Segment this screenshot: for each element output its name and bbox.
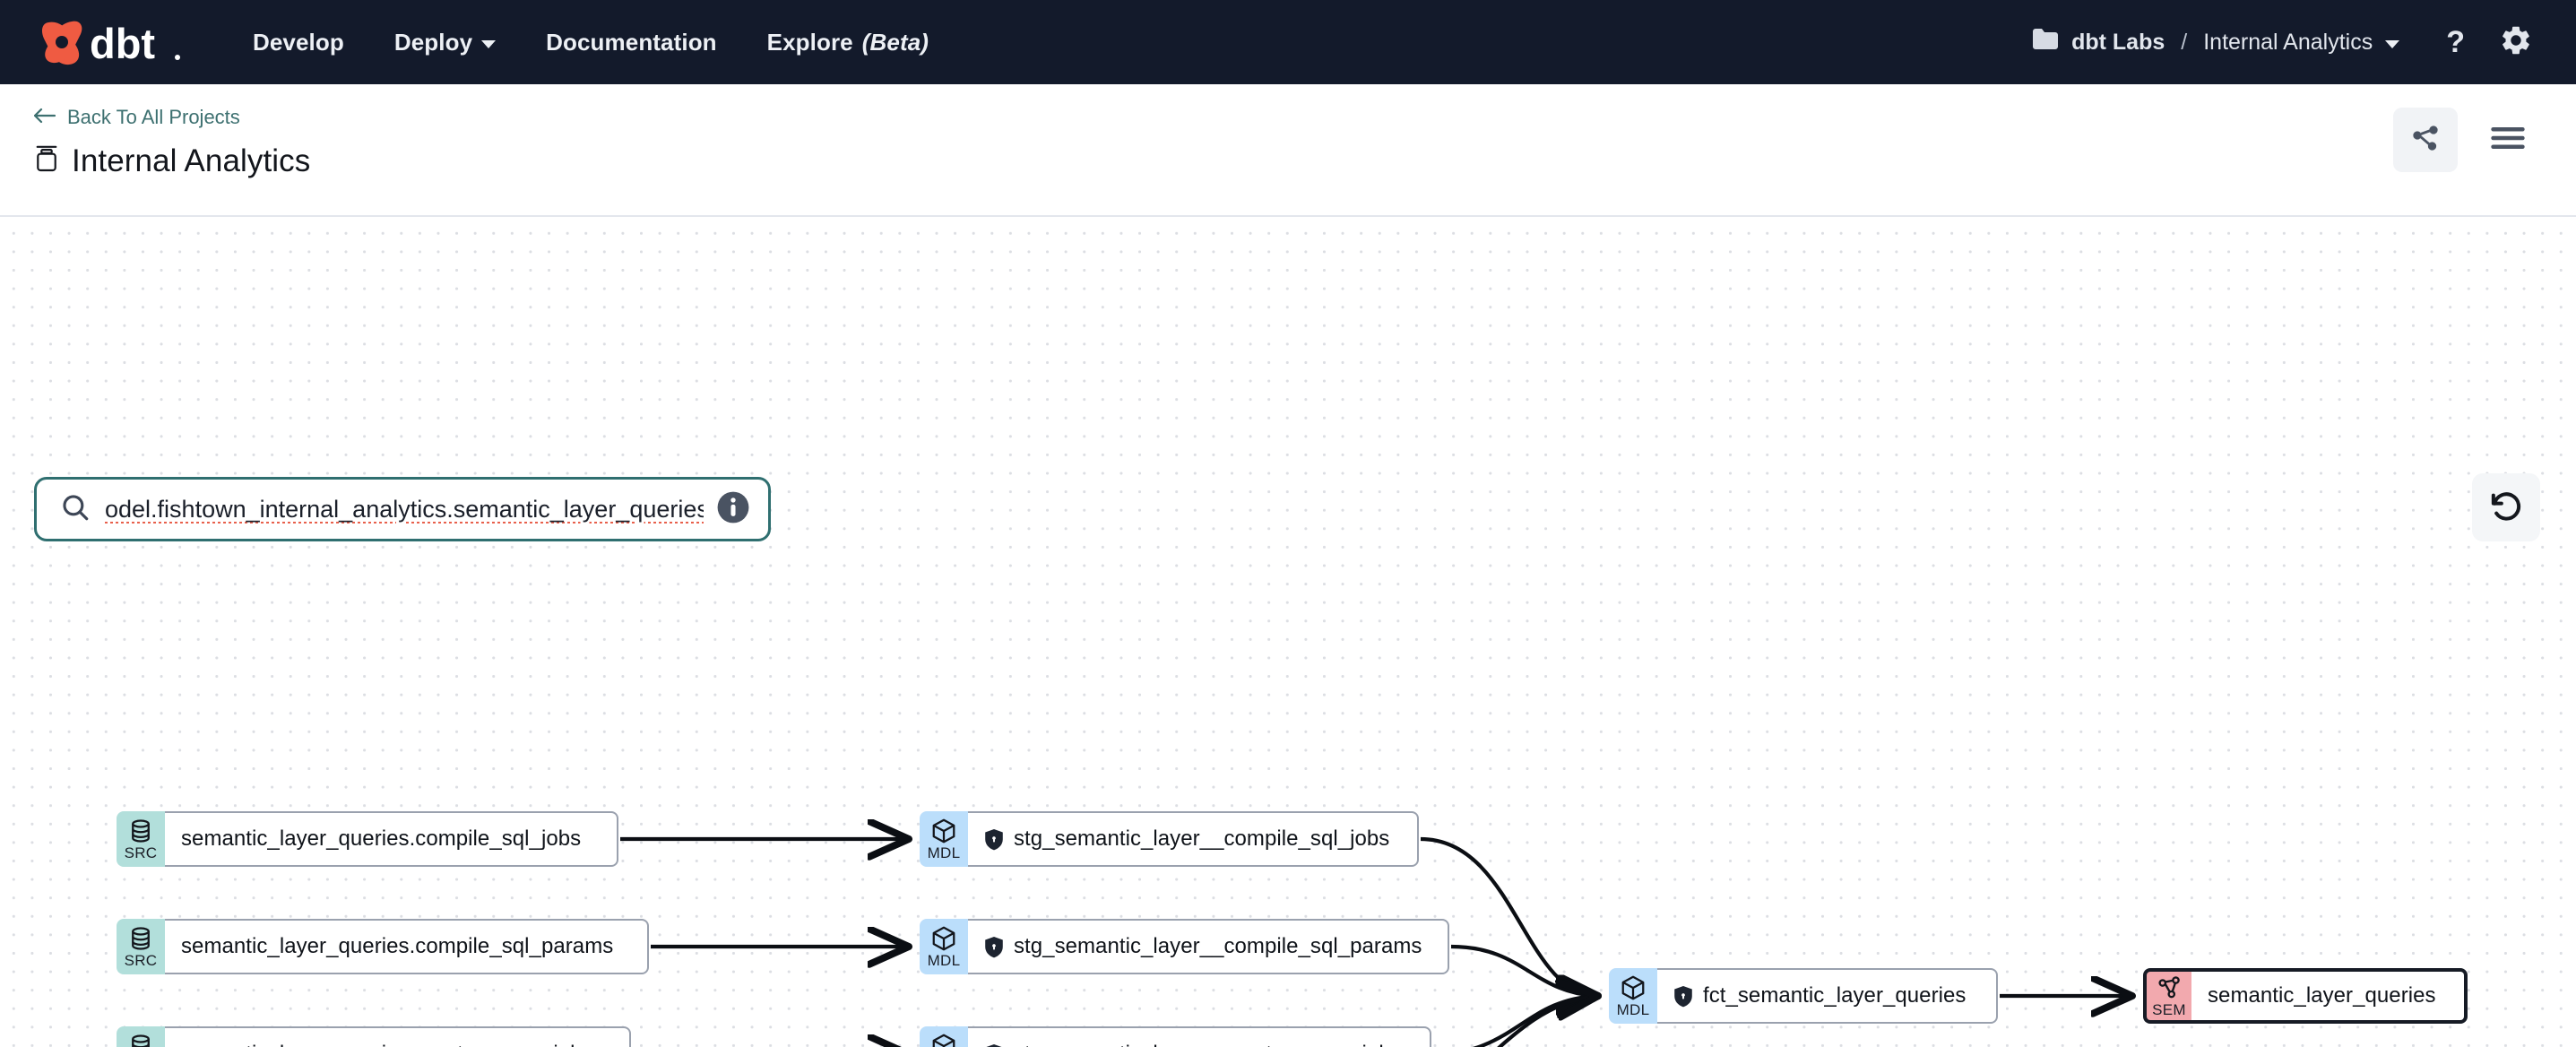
- chevron-down-icon: [2385, 39, 2400, 48]
- lineage-node-src3[interactable]: SRC semantic_layer_queries.create_query_j…: [117, 1026, 631, 1047]
- lineage-edges: [620, 217, 2576, 1047]
- node-type-badge-src: SRC: [117, 919, 165, 974]
- back-to-all-projects-label: Back To All Projects: [67, 106, 240, 128]
- help-button[interactable]: ?: [2446, 25, 2465, 60]
- svg-text:dbt: dbt: [90, 20, 155, 67]
- node-label: semantic_layer_queries: [2208, 983, 2436, 1008]
- nav-link-documentation-label: Documentation: [546, 28, 717, 56]
- dbt-logo[interactable]: dbt: [41, 17, 194, 67]
- node-type-badge-src: SRC: [117, 811, 165, 867]
- cube-icon: [1620, 974, 1647, 1001]
- top-navigation-bar: dbt Develop Deploy Documentation Explore…: [0, 0, 2576, 84]
- lineage-node-src2[interactable]: SRC semantic_layer_queries.compile_sql_pa…: [117, 919, 649, 974]
- shield-lock-icon: [984, 1043, 1004, 1047]
- shield-lock-icon: [984, 828, 1004, 851]
- back-to-all-projects-link[interactable]: Back To All Projects: [33, 106, 310, 129]
- dbt-logo-icon: dbt: [41, 17, 194, 67]
- subheader-actions: [2393, 84, 2540, 172]
- node-type-label: SRC: [124, 844, 158, 861]
- node-type-label: MDL: [927, 844, 961, 861]
- cube-icon: [930, 925, 957, 952]
- arrow-left-icon: [33, 106, 57, 129]
- database-cylinder-icon: [127, 818, 154, 844]
- shield-lock-icon: [1673, 985, 1693, 1008]
- node-type-badge-mdl: MDL: [920, 1026, 968, 1047]
- node-label: stg_semantic_layer__compile_sql_params: [1014, 934, 1422, 958]
- nav-link-develop-label: Develop: [253, 28, 344, 56]
- node-type-badge-mdl: MDL: [1609, 968, 1657, 1024]
- node-body[interactable]: stg_semantic_layer__create_query_jobs: [968, 1026, 1431, 1047]
- node-type-label: MDL: [1616, 1001, 1650, 1018]
- node-label: semantic_layer_queries.create_query_jobs: [181, 1042, 593, 1047]
- reset-rotate-left-icon: [2488, 488, 2524, 528]
- semantic-model-icon: [2156, 974, 2183, 1001]
- lineage-node-mdl1[interactable]: MDL stg_semantic_layer__compile_sql_jobs: [920, 811, 1419, 867]
- lineage-node-fct[interactable]: MDL fct_semantic_layer_queries: [1609, 968, 1998, 1024]
- lineage-node-mdl2[interactable]: MDL stg_semantic_layer__compile_sql_para…: [920, 919, 1449, 974]
- breadcrumb-organization-label: dbt Labs: [2071, 29, 2165, 55]
- nav-link-explore[interactable]: Explore (Beta): [767, 29, 929, 56]
- cube-icon: [930, 818, 957, 844]
- node-body[interactable]: semantic_layer_queries.compile_sql_jobs: [165, 811, 618, 867]
- nav-link-explore-label: Explore: [766, 28, 853, 56]
- lineage-view-button[interactable]: [2393, 108, 2458, 172]
- nav-link-explore-beta-tag: (Beta): [861, 28, 929, 56]
- breadcrumb-separator: /: [2181, 29, 2188, 55]
- node-body[interactable]: stg_semantic_layer__compile_sql_jobs: [968, 811, 1419, 867]
- folder-icon: [2032, 28, 2059, 57]
- database-cylinder-icon: [127, 1033, 154, 1047]
- shield-lock-icon: [984, 936, 1004, 958]
- breadcrumb-project-label: Internal Analytics: [2203, 29, 2373, 55]
- node-label: stg_semantic_layer__compile_sql_jobs: [1014, 826, 1390, 851]
- gear-icon: [2499, 23, 2533, 62]
- cube-icon: [930, 1033, 957, 1047]
- node-type-badge-src: SRC: [117, 1026, 165, 1047]
- lineage-node-sem[interactable]: SEM semantic_layer_queries: [2143, 968, 2468, 1024]
- breadcrumb-project-selector[interactable]: Internal Analytics: [2203, 29, 2400, 56]
- database-cylinder-icon: [127, 925, 154, 952]
- nav-right-cluster: dbt Labs / Internal Analytics ?: [2032, 23, 2533, 62]
- node-type-badge-mdl: MDL: [920, 919, 968, 974]
- node-body[interactable]: stg_semantic_layer__compile_sql_params: [968, 919, 1449, 974]
- lineage-search-box[interactable]: odel.fishtown_internal_analytics.semanti…: [34, 477, 771, 541]
- breadcrumb-organization[interactable]: dbt Labs: [2032, 28, 2165, 57]
- lineage-graph-icon: [2409, 122, 2442, 159]
- nav-link-deploy[interactable]: Deploy: [393, 28, 497, 56]
- node-body[interactable]: fct_semantic_layer_queries: [1657, 968, 1998, 1024]
- node-type-badge-mdl: MDL: [920, 811, 968, 867]
- nav-link-documentation[interactable]: Documentation: [546, 29, 717, 56]
- menu-button[interactable]: [2476, 108, 2540, 172]
- primary-nav-links: Develop Deploy Documentation Explore (Be…: [253, 29, 929, 56]
- node-body[interactable]: semantic_layer_queries.create_query_jobs: [165, 1026, 631, 1047]
- question-mark-icon: ?: [2446, 24, 2465, 59]
- page-title-row: Internal Analytics: [34, 143, 310, 179]
- node-label: fct_semantic_layer_queries: [1703, 983, 1967, 1008]
- search-icon: [60, 492, 91, 527]
- node-type-badge-sem: SEM: [2143, 968, 2191, 1024]
- node-label: stg_semantic_layer__create_query_jobs: [1014, 1042, 1402, 1047]
- node-label: semantic_layer_queries.compile_sql_param…: [181, 934, 614, 958]
- project-box-icon: [34, 145, 59, 178]
- node-label: semantic_layer_queries.compile_sql_jobs: [181, 826, 582, 851]
- subheader-left: Back To All Projects Internal Analytics: [33, 84, 310, 179]
- lineage-node-src1[interactable]: SRC semantic_layer_queries.compile_sql_jo…: [117, 811, 618, 867]
- node-body[interactable]: semantic_layer_queries: [2191, 968, 2468, 1024]
- search-input[interactable]: odel.fishtown_internal_analytics.semanti…: [105, 495, 704, 523]
- node-type-label: SEM: [2152, 1001, 2186, 1018]
- nav-link-develop[interactable]: Develop: [253, 29, 344, 56]
- node-body[interactable]: semantic_layer_queries.compile_sql_param…: [165, 919, 649, 974]
- info-icon[interactable]: [716, 490, 750, 529]
- project-subheader: Back To All Projects Internal Analytics: [0, 84, 2576, 217]
- node-type-label: SRC: [124, 952, 158, 969]
- lineage-canvas[interactable]: odel.fishtown_internal_analytics.semanti…: [0, 217, 2576, 1047]
- nav-link-deploy-label: Deploy: [393, 28, 473, 56]
- reset-graph-button[interactable]: [2472, 473, 2540, 541]
- node-type-label: MDL: [927, 952, 961, 969]
- page-title: Internal Analytics: [72, 143, 311, 178]
- hamburger-menu-icon: [2490, 125, 2526, 156]
- settings-button[interactable]: [2499, 23, 2533, 62]
- chevron-down-icon: [481, 39, 497, 48]
- lineage-node-mdl3[interactable]: MDL stg_semantic_layer__create_query_job…: [920, 1026, 1431, 1047]
